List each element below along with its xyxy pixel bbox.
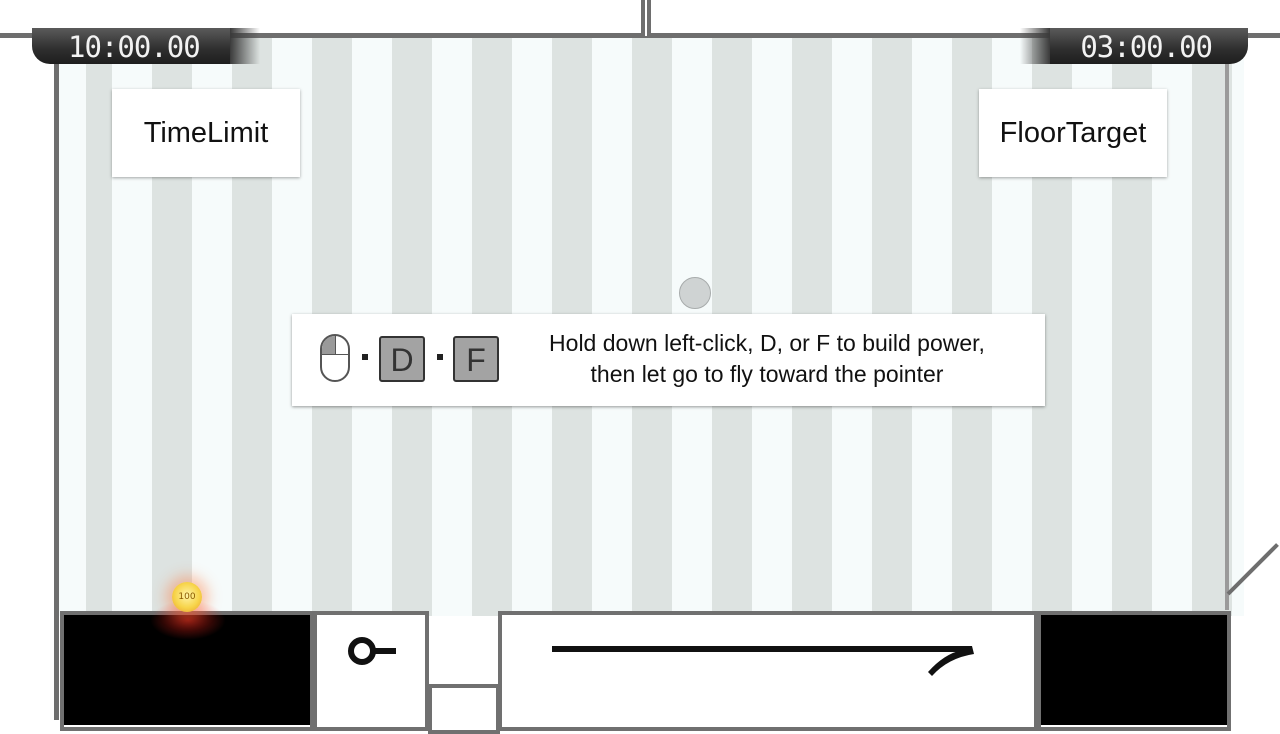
separator-dot	[437, 354, 443, 360]
floor-step	[428, 684, 500, 734]
tutorial-hint-text: Hold down left-click, D, or F to build p…	[502, 328, 1032, 390]
time-limit-sign: TimeLimit	[112, 89, 300, 177]
lock-keyhole-icon	[348, 637, 396, 665]
dash-marking	[552, 646, 974, 676]
top-divider-inner	[645, 0, 647, 36]
player-ball	[679, 277, 711, 309]
right-wall	[1225, 38, 1229, 610]
separator-dot	[362, 354, 368, 360]
floor-pit-right	[1041, 615, 1227, 725]
top-wall	[0, 33, 1280, 38]
floor-target-sign-text: FloorTarget	[999, 116, 1147, 149]
floor-block-wide	[498, 611, 1038, 731]
tutorial-line-1: Hold down left-click, D, or F to build p…	[549, 330, 985, 356]
tutorial-hint-panel: D F Hold down left-click, D, or F to bui…	[292, 314, 1045, 406]
key-d-icon: D	[379, 336, 425, 382]
coin-100: 100	[172, 582, 202, 612]
floor-target-timer: 03:00.00	[1020, 28, 1248, 64]
floor-block-key	[313, 611, 429, 731]
left-wall	[54, 34, 59, 720]
key-f-icon: F	[453, 336, 499, 382]
tutorial-line-2: then let go to fly toward the pointer	[590, 361, 944, 387]
mouse-icon	[320, 334, 350, 382]
time-limit-timer: 10:00.00	[32, 28, 260, 64]
time-limit-sign-text: TimeLimit	[143, 116, 269, 149]
floor-target-sign: FloorTarget	[979, 89, 1167, 177]
